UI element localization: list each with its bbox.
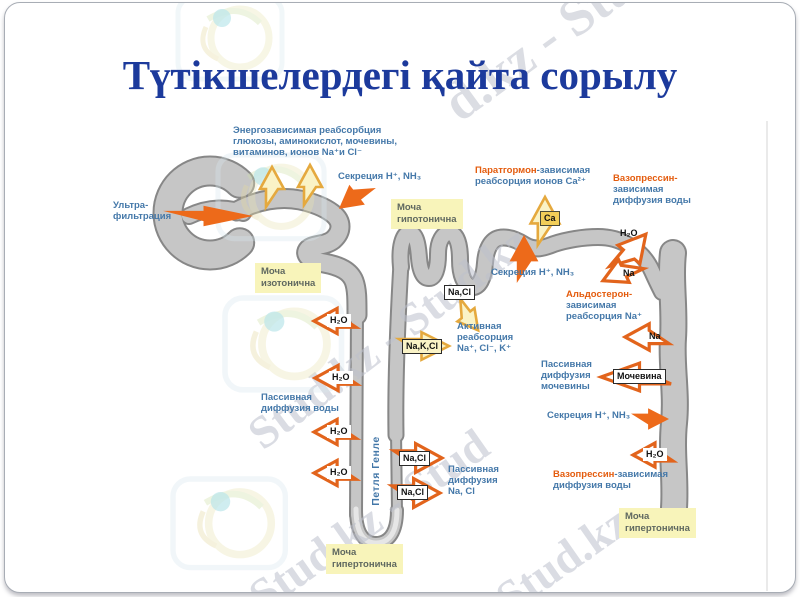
secretion-label-bottom: Секреция H⁺, NH₃ [547,410,631,421]
passive-water-diffusion-label: Пассивная диффузия воды [261,392,339,415]
vasopressin-label-top: Вазопрессин- зависимая диффузия воды [613,173,691,207]
urine-isotonic-label: Моча изотонична [255,263,322,293]
secretion-label-top: Секреция H⁺, NH₃ [338,171,422,182]
vasopressin-label-bottom: Вазопрессин-зависимая диффузия воды [553,469,668,492]
h2o-tag-top-right: H₂O [620,228,638,238]
henle-loop-lumen [353,506,400,546]
distal-tubule [393,226,669,299]
na-tag-upper: Na [623,268,635,278]
nakcl-tag: Na,K,Cl [402,339,443,354]
urea-tag: Мочевина [613,369,666,384]
urine-hypertonic-label-right: Моча гипертонична [619,508,696,538]
na-tag-lower: Na [649,331,661,341]
nacl-tag-distal: Na,Cl [444,285,476,300]
aldosterone-label: Альдостерон- зависимая реабсорция Na⁺ [566,289,643,323]
h2o-tag-1: H₂O [327,314,351,327]
nephron-diagram: d.kz - Stud.kz Stud.kz - Stud.kz Stud.kz… [152,3,768,593]
passive-nacl-diffusion-label: Пассивная диффузия Na, Cl [448,464,499,498]
h2o-tag-2: H₂O [329,371,353,384]
h2o-tag-3: H₂O [327,425,351,438]
urine-hypotonic-label: Моча гипотонична [391,199,463,229]
ultrafiltration-label: Ультра- фильтрация [113,200,172,223]
nacl-tag-loop-2: Na,Cl [397,485,429,500]
ca-tag: Ca [540,211,560,226]
henle-loop-label: Петля Генле [370,436,382,506]
ascending-limb-lower [392,427,401,517]
energy-reabsorption-label: Энергозависимая реабсорбция глюкозы, ами… [233,125,397,159]
slide-title: Түтікшелердегі қайта сорылу [122,52,678,98]
h2o-tag-bottom-right: H₂O [643,448,667,461]
h2o-tag-4: H₂O [327,466,351,479]
watermark-bottom-center: Stud.kz [486,496,638,593]
stud-logo-icon [173,479,285,568]
slide: d.kz - Stud.kz Stud.kz - Stud.kz Stud.kz… [4,2,796,593]
secretion-label-middle: Секреция H⁺, NH₃ [491,267,575,278]
urine-hypertonic-label-middle: Моча гипертонична [326,544,403,574]
ascending-limb-upper [389,256,408,442]
proximal-tubule [228,190,366,324]
parathormone-label: Паратгормон-зависимая реабсорция ионов C… [475,165,591,188]
passive-urea-diffusion-label: Пассивная диффузия мочевины [541,359,592,393]
nacl-tag-loop-1: Na,Cl [399,451,431,466]
glomerulus [154,157,254,269]
active-reabsorption-label: Активная реабсорция Na⁺, Cl⁻, K⁺ [457,321,514,355]
collecting-duct [660,241,687,520]
